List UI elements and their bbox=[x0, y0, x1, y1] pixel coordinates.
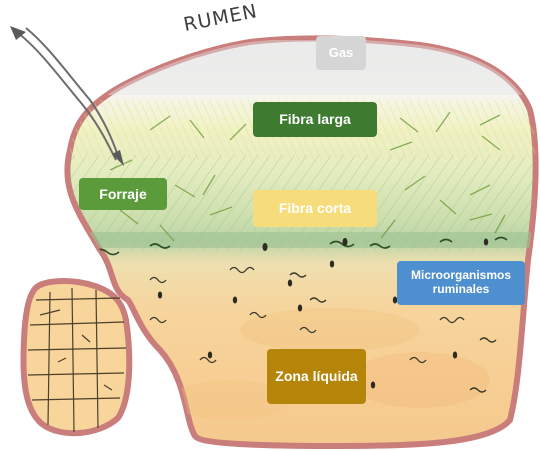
microorganismos-label: Microorganismos ruminales bbox=[397, 261, 525, 305]
fibra-larga-label: Fibra larga bbox=[253, 102, 377, 137]
gas-label: Gas bbox=[316, 36, 366, 70]
fibra-corta-label: Fibra corta bbox=[253, 190, 377, 227]
zona-liquida-label: Zona líquida bbox=[267, 349, 366, 404]
forraje-label: Forraje bbox=[79, 178, 167, 210]
